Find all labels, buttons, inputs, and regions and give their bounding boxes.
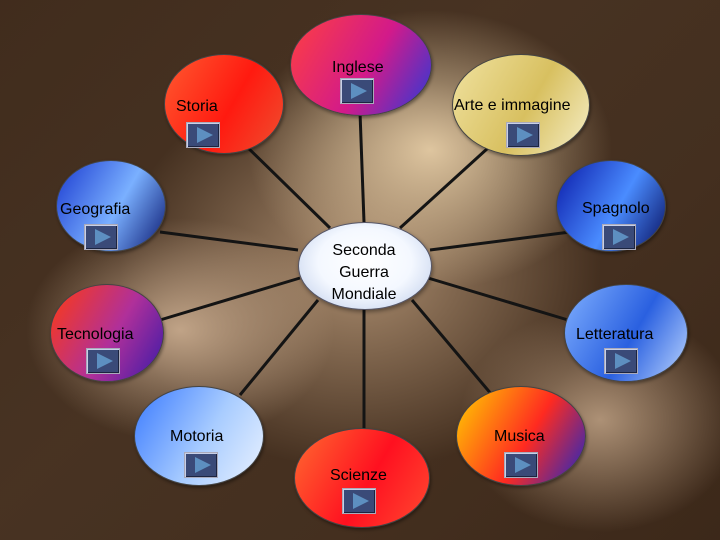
play-button-motoria[interactable]	[184, 452, 218, 478]
connector-geografia	[159, 230, 299, 252]
play-button-scienze[interactable]	[342, 488, 376, 514]
label-musica: Musica	[494, 428, 545, 445]
connector-inglese	[358, 111, 366, 223]
play-button-musica[interactable]	[504, 452, 538, 478]
label-storia: Storia	[176, 98, 218, 115]
play-button-storia[interactable]	[186, 122, 220, 148]
connector-arte	[398, 146, 490, 230]
connector-motoria	[238, 299, 320, 396]
center-node[interactable]	[298, 222, 432, 310]
connector-musica	[410, 299, 494, 396]
play-button-spagnolo[interactable]	[602, 224, 636, 250]
node-storia[interactable]	[164, 54, 284, 154]
connector-tecnologia	[159, 276, 301, 322]
center-label: Seconda Guerra Mondiale	[331, 242, 397, 303]
connector-letteratura	[427, 276, 569, 322]
label-scienze: Scienze	[330, 467, 387, 484]
label-spagnolo: Spagnolo	[582, 200, 650, 217]
play-button-letteratura[interactable]	[604, 348, 638, 374]
label-tecnologia: Tecnologia	[57, 326, 134, 343]
label-inglese: Inglese	[332, 59, 384, 76]
label-geografia: Geografia	[60, 201, 131, 218]
connector-storia	[238, 138, 332, 230]
label-arte: Arte e immagine	[454, 97, 571, 114]
connector-spagnolo	[429, 230, 571, 252]
play-button-tecnologia[interactable]	[86, 348, 120, 374]
play-button-arte[interactable]	[506, 122, 540, 148]
node-geografia[interactable]	[56, 160, 166, 252]
label-motoria: Motoria	[170, 428, 224, 445]
play-button-geografia[interactable]	[84, 224, 118, 250]
play-button-inglese[interactable]	[340, 78, 374, 104]
label-letteratura: Letteratura	[576, 326, 654, 343]
